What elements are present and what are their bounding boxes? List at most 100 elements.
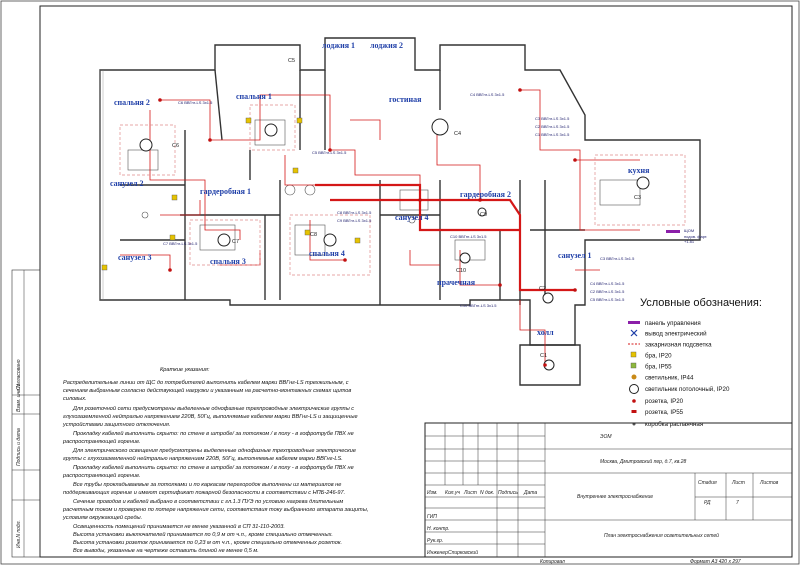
cable-label: C7 ВВГнг-LS 3х1.5 (163, 241, 198, 246)
section-title: Внутреннее электроснабжение (577, 494, 653, 500)
room-living: гостиная (389, 95, 422, 104)
stamp-replace-inv: Взам. инв.N (16, 384, 22, 412)
stamp-sign-date: Подпись и дата (16, 428, 22, 466)
svg-text:C10: C10 (456, 268, 466, 274)
room-dressing-2: гардеробная 2 (460, 190, 511, 199)
general-notes: Краткие указания: Распределительные лини… (62, 367, 368, 554)
stamp-agreed: Согласовано (16, 359, 22, 390)
room-loggia-1: лоджия 1 (322, 41, 355, 50)
svg-text:Все выводы, указанные на черте: Все выводы, указанные на чертеже оставит… (73, 547, 259, 554)
legend-item-electrical-outlet: вывод электрический (630, 329, 707, 338)
svg-text:сечением выбранным согласно де: сечением выбранным согласно действующей … (63, 387, 351, 394)
svg-text:группы с глухозаземленной нейт: группы с глухозаземленной нейтралью напр… (63, 455, 343, 462)
cable-label: C3 ВВГнг-LS 3х1.5 (600, 256, 635, 261)
cable-label: C4 ВВГнг-LS 3х1.5 (590, 281, 625, 286)
luminaire-c2: C2 (539, 286, 554, 304)
title-block-address: Москва, Дмитровский пер, д.7, кв.28 (600, 458, 687, 465)
svg-text:ЩОМ: ЩОМ (684, 228, 694, 233)
svg-text:Листов: Листов (759, 480, 779, 486)
legend-item-luminaire-ip44: светильник, IP44 (631, 374, 694, 382)
room-bedroom-4: спальня 4 (309, 249, 345, 258)
cable-label: C5 ВВГнг-LS 3х1.5 (590, 297, 625, 302)
svg-text:Кол.уч: Кол.уч (445, 490, 460, 496)
copied-by: Копировал (540, 559, 565, 565)
legend: Условные обозначения: панель управления … (628, 297, 762, 428)
luminaire-c1: C1 (540, 353, 555, 371)
room-bedroom-1: спальня 1 (236, 92, 272, 101)
svg-text:Прокладку кабелей выполнить ск: Прокладку кабелей выполнить скрыто: по с… (73, 430, 354, 437)
cable-label: C1 ВВГнг-LS 3х1.5 (535, 132, 570, 137)
room-loggia-2: лоджия 2 (370, 41, 403, 50)
stage-value: РД (704, 500, 711, 506)
svg-text:N док.: N док. (480, 490, 494, 496)
svg-text:бра, IP55: бра, IP55 (645, 364, 672, 371)
room-bath-1: санузел 1 (558, 251, 592, 260)
wall-sconces (101, 117, 361, 271)
svg-text:Лист: Лист (463, 490, 477, 496)
room-dressing-1: гардеробная 1 (200, 187, 251, 196)
svg-text:Рук.гр.: Рук.гр. (427, 538, 443, 544)
svg-text:C8: C8 (310, 232, 317, 238)
legend-item-outlet-ip55: розетка, IP55 (631, 409, 684, 416)
svg-text:Для розеточной сети предусмотр: Для розеточной сети предусмотрены выделе… (72, 405, 354, 412)
svg-text:C4: C4 (454, 131, 461, 137)
room-kitchen: кухня (628, 166, 650, 175)
svg-text:Лист: Лист (731, 480, 745, 486)
cable-label: C2 ВВГнг-LS 3х1.5 (535, 124, 570, 129)
title-block-code: ЭОМ (600, 434, 612, 440)
svg-text:вывод электрический: вывод электрический (645, 331, 707, 338)
svg-text:устройствами защитного отключе: устройствами защитного отключения. (62, 421, 170, 428)
svg-text:C1: C1 (540, 353, 547, 359)
svg-text:закарнизная подсветка: закарнизная подсветка (645, 342, 712, 349)
cable-labels: C6 ВВГнг-LS 3х1.5 C5 ВВГнг-LS 3х1.5 C4 В… (163, 92, 635, 308)
legend-title: Условные обозначения: (640, 297, 762, 309)
sheet-format: Формат А3 420 х 297 (690, 559, 741, 565)
sheet-inner-frame (39, 5, 793, 558)
notes-heading: Краткие указания: (160, 367, 210, 373)
room-bath-4: санузел 4 (395, 213, 429, 222)
svg-text:C7: C7 (232, 239, 239, 245)
luminaire-c10: C10 (456, 252, 471, 274)
luminaire-c3: C3 (634, 176, 650, 201)
svg-text:+1.81: +1.81 (684, 239, 695, 244)
svg-text:расчетным током и проверено по: расчетным током и проверено по потере на… (62, 507, 368, 513)
svg-text:C6: C6 (172, 143, 179, 149)
legend-item-ceiling-luminaire: светильник потолочный, IP20 (629, 384, 730, 394)
svg-text:Дата: Дата (523, 490, 537, 496)
room-hall: холл (537, 328, 554, 337)
svg-text:коробка распаячная: коробка распаячная (645, 421, 703, 428)
title-block: ЭОМ Москва, Дмитровский пер, д.7, кв.28 … (424, 422, 793, 565)
room-bedroom-2: спальня 2 (114, 98, 150, 107)
cable-label: C6 ВВГнг-LS 3х1.5 (178, 100, 213, 105)
cable-label: C3 ВВГнг-LS 3х1.5 (535, 116, 570, 121)
svg-text:светильник, IP44: светильник, IP44 (645, 375, 694, 382)
svg-text:глухозаземленной нейтралью нап: глухозаземленной нейтралью напряжением 2… (63, 413, 358, 420)
room-bath-2: санузел 2 (110, 179, 144, 188)
svg-text:Все трубы прокладываемые за по: Все трубы прокладываемые за потолками и … (73, 482, 341, 488)
luminaire-c7: C7 (217, 233, 239, 247)
room-laundry: прачечная (437, 278, 476, 287)
sheet-number: 7 (736, 500, 739, 506)
cable-label: C5 ВВГнг-LS 3х1.5 (312, 150, 347, 155)
cable-routes-main (315, 183, 575, 292)
svg-text:условиям окружающей среды.: условиям окружающей среды. (62, 514, 142, 521)
legend-item-junction-box: коробка распаячная (632, 421, 703, 428)
cable-label: C10 ВВГнг-LS 3х1.5 (460, 303, 497, 308)
stamp-inv-orig: Инв.N подл. (16, 520, 22, 548)
room-bedroom-3: спальня 3 (210, 257, 246, 266)
sheet-title: План электроснабжения осветительных сете… (604, 532, 719, 539)
building-walls (99, 37, 701, 386)
legend-item-cove-lighting: закарнизная подсветка (628, 342, 712, 349)
svg-text:Стадия: Стадия (698, 480, 717, 486)
svg-text:C2: C2 (539, 286, 546, 292)
legend-item-sconce-ip20: бра, IP20 (630, 351, 672, 360)
outlets (158, 88, 577, 367)
cable-routes (120, 89, 640, 365)
legend-item-sconce-ip55: бра, IP55 (630, 362, 672, 371)
svg-text:ГИП: ГИП (427, 514, 437, 520)
svg-text:распространяющей горение.: распространяющей горение. (62, 472, 141, 479)
cable-label: C4 ВВГнг-LS 3х1.5 (470, 92, 505, 97)
svg-text:бра, IP20: бра, IP20 (645, 353, 672, 360)
ceiling-luminaires: C1 C2 C3 C4 C5 C6 C7 C8 C9 C10 (139, 58, 650, 371)
